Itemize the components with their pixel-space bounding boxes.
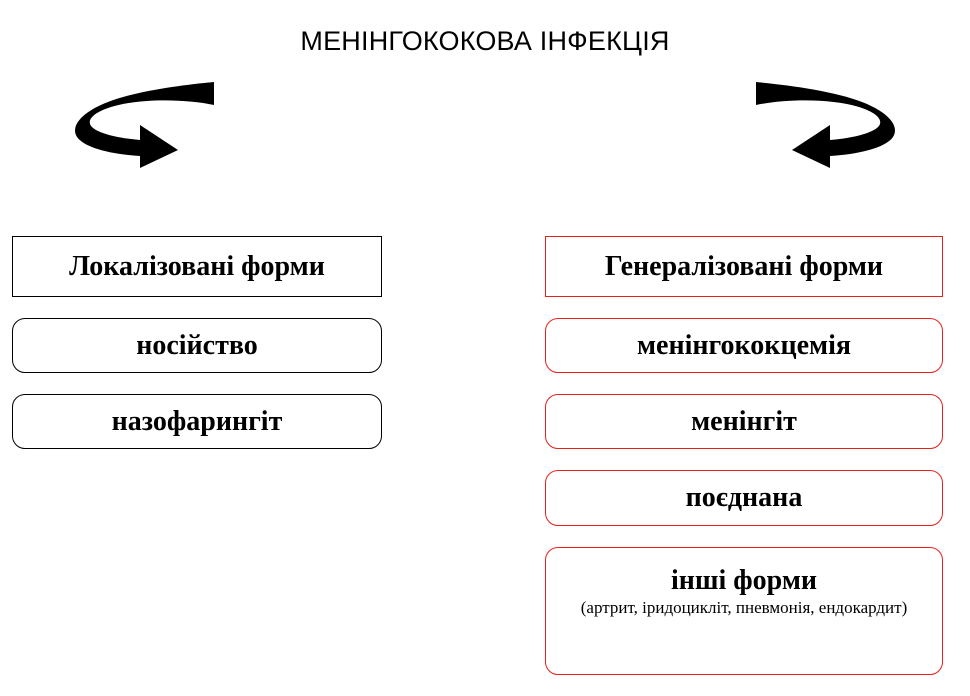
- generalized-forms-heading-box: Генералізовані форми: [545, 236, 943, 297]
- generalized-form-meningococcemia-label: менінгококцемія: [636, 329, 852, 361]
- generalized-form-meningitis-box: менінгіт: [545, 394, 943, 449]
- localized-form-carriage-box: носійство: [12, 318, 382, 373]
- localized-form-nasopharyngitis-label: назофарингіт: [111, 405, 283, 437]
- curved-loop-arrow-right-glyph: [75, 82, 214, 168]
- page-title: МЕНІНГОКОКОВА ІНФЕКЦІЯ: [300, 26, 670, 56]
- curved-loop-arrow-left-glyph: [756, 82, 895, 168]
- curved-loop-arrow-right-icon: [74, 76, 214, 168]
- generalized-form-combined-box: поєднана: [545, 470, 943, 526]
- generalized-forms-heading-label: Генералізовані форми: [604, 250, 884, 282]
- localized-forms-heading-label: Локалізовані форми: [69, 250, 325, 282]
- localized-forms-column: Локалізовані форми носійство назофарингі…: [12, 236, 382, 470]
- generalized-forms-column: Генералізовані форми менінгококцемія мен…: [545, 236, 943, 696]
- localized-forms-heading-box: Локалізовані форми: [12, 236, 382, 297]
- generalized-form-other-box: інші форми (артрит, іридоцикліт, пневмон…: [545, 547, 943, 675]
- generalized-form-other-label: інші форми: [670, 565, 818, 596]
- generalized-form-combined-label: поєднана: [685, 482, 803, 514]
- localized-form-nasopharyngitis-box: назофарингіт: [12, 394, 382, 449]
- localized-form-carriage-label: носійство: [136, 329, 258, 361]
- curved-loop-arrow-left-icon: [756, 76, 896, 168]
- generalized-form-meningitis-label: менінгіт: [691, 405, 797, 437]
- generalized-form-other-sublabel: (артрит, іридоцикліт, пневмонія, ендокар…: [580, 598, 908, 618]
- generalized-form-meningococcemia-box: менінгококцемія: [545, 318, 943, 373]
